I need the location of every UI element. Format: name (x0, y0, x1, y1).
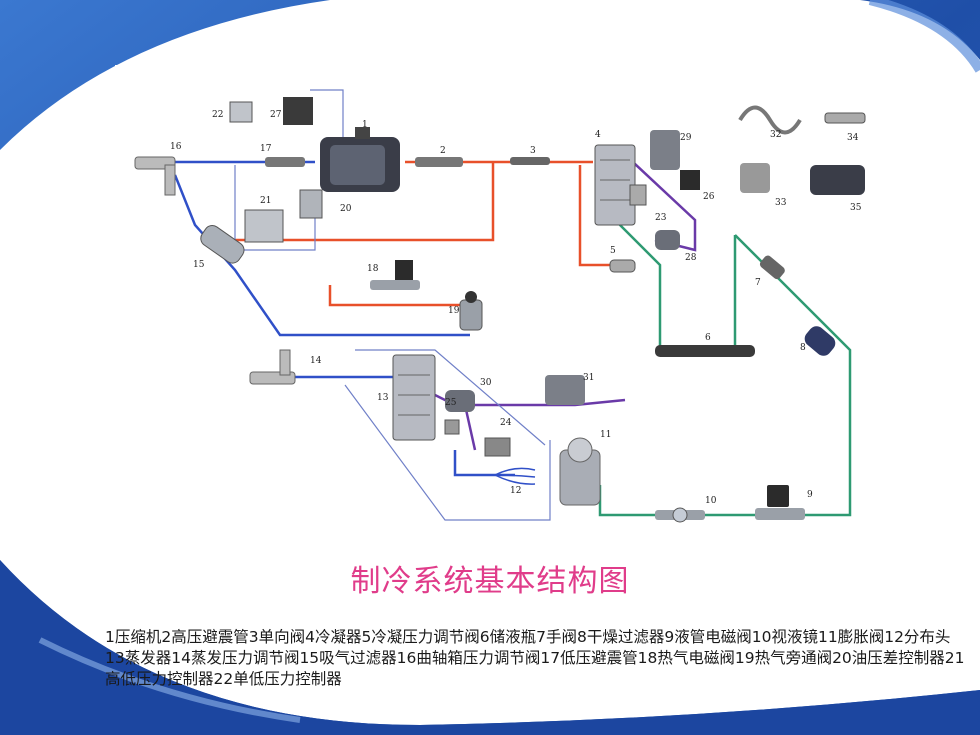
num-33: 33 (775, 198, 787, 208)
evaporator (392, 354, 436, 441)
num-2: 2 (440, 146, 446, 156)
num-16: 16 (170, 142, 182, 152)
thin-lines (234, 89, 551, 521)
num-31: 31 (583, 373, 594, 383)
suction-filter (200, 225, 245, 264)
check-valve (510, 157, 550, 165)
num-28: 28 (685, 253, 697, 263)
receiver (655, 345, 755, 357)
num-19: 19 (448, 306, 460, 316)
num-4: 4 (595, 130, 601, 140)
oil-pressure-control (299, 189, 323, 219)
part-35 (810, 165, 865, 195)
distributor (494, 467, 536, 485)
num-20: 20 (340, 204, 352, 214)
num-1: 1 (362, 120, 368, 130)
num-21: 21 (260, 196, 271, 206)
num-3: 3 (530, 146, 536, 156)
num-10: 10 (705, 496, 717, 506)
num-18: 18 (367, 264, 379, 274)
condenser (594, 144, 636, 226)
vibration-eliminators (265, 157, 463, 167)
dual-pressure-control (244, 209, 284, 243)
num-29: 29 (680, 133, 692, 143)
part-29 (650, 130, 680, 170)
num-24: 24 (500, 418, 512, 428)
num-9: 9 (807, 490, 813, 500)
num-5: 5 (610, 246, 616, 256)
crankcase-regulator (134, 156, 176, 196)
control-27 (283, 97, 313, 125)
part-28 (655, 230, 680, 250)
num-15: 15 (193, 260, 205, 270)
discharge-line (235, 160, 615, 320)
part-26 (680, 170, 700, 190)
low-pressure-control (229, 101, 253, 123)
refrigeration-diagram: 1 2 3 4 5 6 7 8 9 10 11 12 13 14 15 16 1… (115, 65, 870, 535)
part-31 (545, 375, 585, 405)
num-17: 17 (260, 144, 272, 154)
part-32 (738, 105, 802, 135)
num-8: 8 (800, 343, 806, 353)
num-23: 23 (655, 213, 667, 223)
part-24 (484, 437, 511, 457)
num-35: 35 (850, 203, 862, 213)
part-25 (444, 419, 460, 435)
num-34: 34 (847, 133, 859, 143)
hot-gas-solenoid (370, 260, 420, 290)
num-7: 7 (755, 278, 761, 288)
num-11: 11 (600, 430, 611, 440)
component-legend: 1压缩机2高压避震管3单向阀4冷凝器5冷凝压力调节阀6储液瓶7手阀8干燥过滤器9… (105, 628, 965, 688)
num-30: 30 (480, 378, 492, 388)
part-5 (609, 259, 636, 273)
num-22: 22 (212, 110, 223, 120)
part-23 (629, 184, 647, 206)
part-30 (445, 390, 475, 412)
num-32: 32 (770, 130, 781, 140)
filter-drier (804, 326, 836, 356)
num-6: 6 (705, 333, 711, 343)
num-14: 14 (310, 356, 322, 366)
part-33 (740, 163, 770, 193)
num-26: 26 (703, 192, 715, 202)
expansion-valve (559, 437, 601, 506)
evaporator-pressure-regulator (249, 349, 296, 385)
component-numbers: 1 2 3 4 5 6 7 8 9 10 11 12 13 14 15 16 1… (170, 110, 862, 506)
diagram-title: 制冷系统基本结构图 (350, 564, 630, 599)
num-12: 12 (510, 486, 521, 496)
part-7 (759, 255, 785, 280)
num-13: 13 (377, 393, 389, 403)
hot-gas-bypass (459, 291, 483, 331)
compressor (320, 127, 400, 192)
part-34 (824, 112, 866, 124)
diagram-svg: 1 2 3 4 5 6 7 8 9 10 11 12 13 14 15 16 1… (134, 89, 866, 523)
liquid-solenoid (755, 485, 805, 520)
num-27: 27 (270, 110, 282, 120)
num-25: 25 (445, 398, 457, 408)
liquid-line (598, 219, 852, 517)
sight-glass (655, 507, 705, 523)
